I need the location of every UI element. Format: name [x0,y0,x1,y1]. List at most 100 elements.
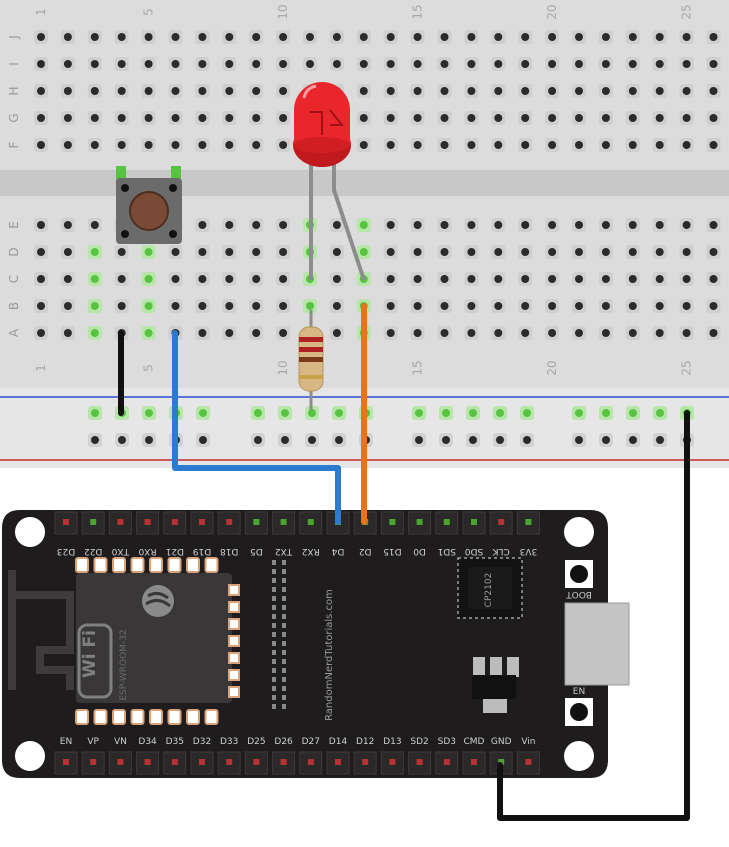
breadboard-hole[interactable] [117,33,126,41]
breadboard-hole[interactable] [575,275,583,283]
breadboard-hole[interactable] [306,60,314,68]
breadboard-hole[interactable] [601,60,610,68]
breadboard-hole[interactable] [117,87,126,95]
en-button[interactable] [565,698,593,726]
rail-hole[interactable] [629,409,637,417]
breadboard-hole[interactable] [144,329,153,337]
breadboard-hole[interactable] [37,60,45,68]
breadboard-hole[interactable] [37,87,45,95]
breadboard-hole[interactable] [440,248,449,256]
breadboard-hole[interactable] [279,302,288,310]
rail-hole[interactable] [415,409,423,417]
header-pin[interactable] [443,519,450,525]
breadboard-hole[interactable] [601,87,610,95]
breadboard-hole[interactable] [682,141,691,149]
rail-hole[interactable] [602,409,610,417]
breadboard-hole[interactable] [144,275,153,283]
breadboard-hole[interactable] [37,248,45,256]
rail-hole[interactable] [496,409,504,417]
header-pin[interactable] [307,759,314,765]
breadboard-hole[interactable] [440,329,449,337]
breadboard-hole[interactable] [494,248,503,256]
header-pin[interactable] [253,759,260,765]
breadboard-hole[interactable] [144,141,153,149]
rail-hole[interactable] [496,436,504,444]
breadboard-hole[interactable] [63,329,72,337]
breadboard-hole[interactable] [144,114,153,122]
breadboard-hole[interactable] [359,141,368,149]
breadboard-hole[interactable] [494,329,503,337]
breadboard-hole[interactable] [440,60,449,68]
breadboard-hole[interactable] [279,248,288,256]
header-pin[interactable] [362,759,369,765]
breadboard-hole[interactable] [63,248,72,256]
header-pin[interactable] [253,519,260,525]
breadboard-hole[interactable] [171,141,180,149]
breadboard-hole[interactable] [521,87,530,95]
breadboard-hole[interactable] [171,87,180,95]
breadboard-hole[interactable] [575,33,583,41]
rail-hole[interactable] [281,436,289,444]
breadboard-hole[interactable] [198,33,207,41]
rail-hole[interactable] [575,409,583,417]
breadboard-hole[interactable] [655,329,664,337]
breadboard-hole[interactable] [252,302,261,310]
breadboard-hole[interactable] [279,141,288,149]
rail-hole[interactable] [656,436,664,444]
rail-hole[interactable] [199,436,207,444]
breadboard-hole[interactable] [171,275,180,283]
rail-hole[interactable] [91,436,99,444]
breadboard-hole[interactable] [601,141,610,149]
breadboard-hole[interactable] [655,60,664,68]
rail-hole[interactable] [91,409,99,417]
breadboard-hole[interactable] [682,248,691,256]
header-pin[interactable] [90,759,97,765]
header-pin[interactable] [471,759,477,765]
breadboard-hole[interactable] [440,221,449,229]
header-pin[interactable] [416,519,423,525]
breadboard-hole[interactable] [682,302,691,310]
breadboard-hole[interactable] [252,221,261,229]
breadboard-hole[interactable] [332,302,341,310]
breadboard-hole[interactable] [386,114,395,122]
breadboard-hole[interactable] [467,87,476,95]
wire-black-gnd-rail[interactable] [497,410,690,821]
breadboard-hole[interactable] [628,275,637,283]
breadboard-hole[interactable] [63,275,72,283]
breadboard-hole[interactable] [467,60,476,68]
header-pin[interactable] [199,759,205,765]
header-pin[interactable] [171,759,178,765]
breadboard-hole[interactable] [386,33,395,41]
breadboard-hole[interactable] [359,33,368,41]
breadboard-hole[interactable] [144,87,153,95]
header-pin[interactable] [63,519,69,525]
header-pin[interactable] [443,759,450,765]
breadboard-hole[interactable] [655,33,664,41]
breadboard-hole[interactable] [37,114,45,122]
breadboard-hole[interactable] [386,248,395,256]
rail-hole[interactable] [523,436,531,444]
breadboard-hole[interactable] [467,33,476,41]
breadboard-hole[interactable] [144,248,153,256]
breadboard-hole[interactable] [63,114,72,122]
breadboard-hole[interactable] [198,275,207,283]
breadboard-hole[interactable] [548,275,557,283]
breadboard-hole[interactable] [521,302,530,310]
breadboard-hole[interactable] [521,275,530,283]
breadboard-hole[interactable] [601,275,610,283]
breadboard-hole[interactable] [37,275,45,283]
breadboard-hole[interactable] [682,33,691,41]
breadboard-hole[interactable] [117,248,126,256]
breadboard-hole[interactable] [521,221,530,229]
breadboard-hole[interactable] [279,33,288,41]
breadboard-hole[interactable] [279,114,288,122]
rail-hole[interactable] [629,436,637,444]
breadboard-hole[interactable] [467,114,476,122]
breadboard-hole[interactable] [117,302,126,310]
breadboard-hole[interactable] [628,329,637,337]
header-pin[interactable] [389,759,396,765]
breadboard-hole[interactable] [494,141,503,149]
breadboard-hole[interactable] [682,221,691,229]
header-pin[interactable] [117,759,124,765]
breadboard-hole[interactable] [601,248,610,256]
